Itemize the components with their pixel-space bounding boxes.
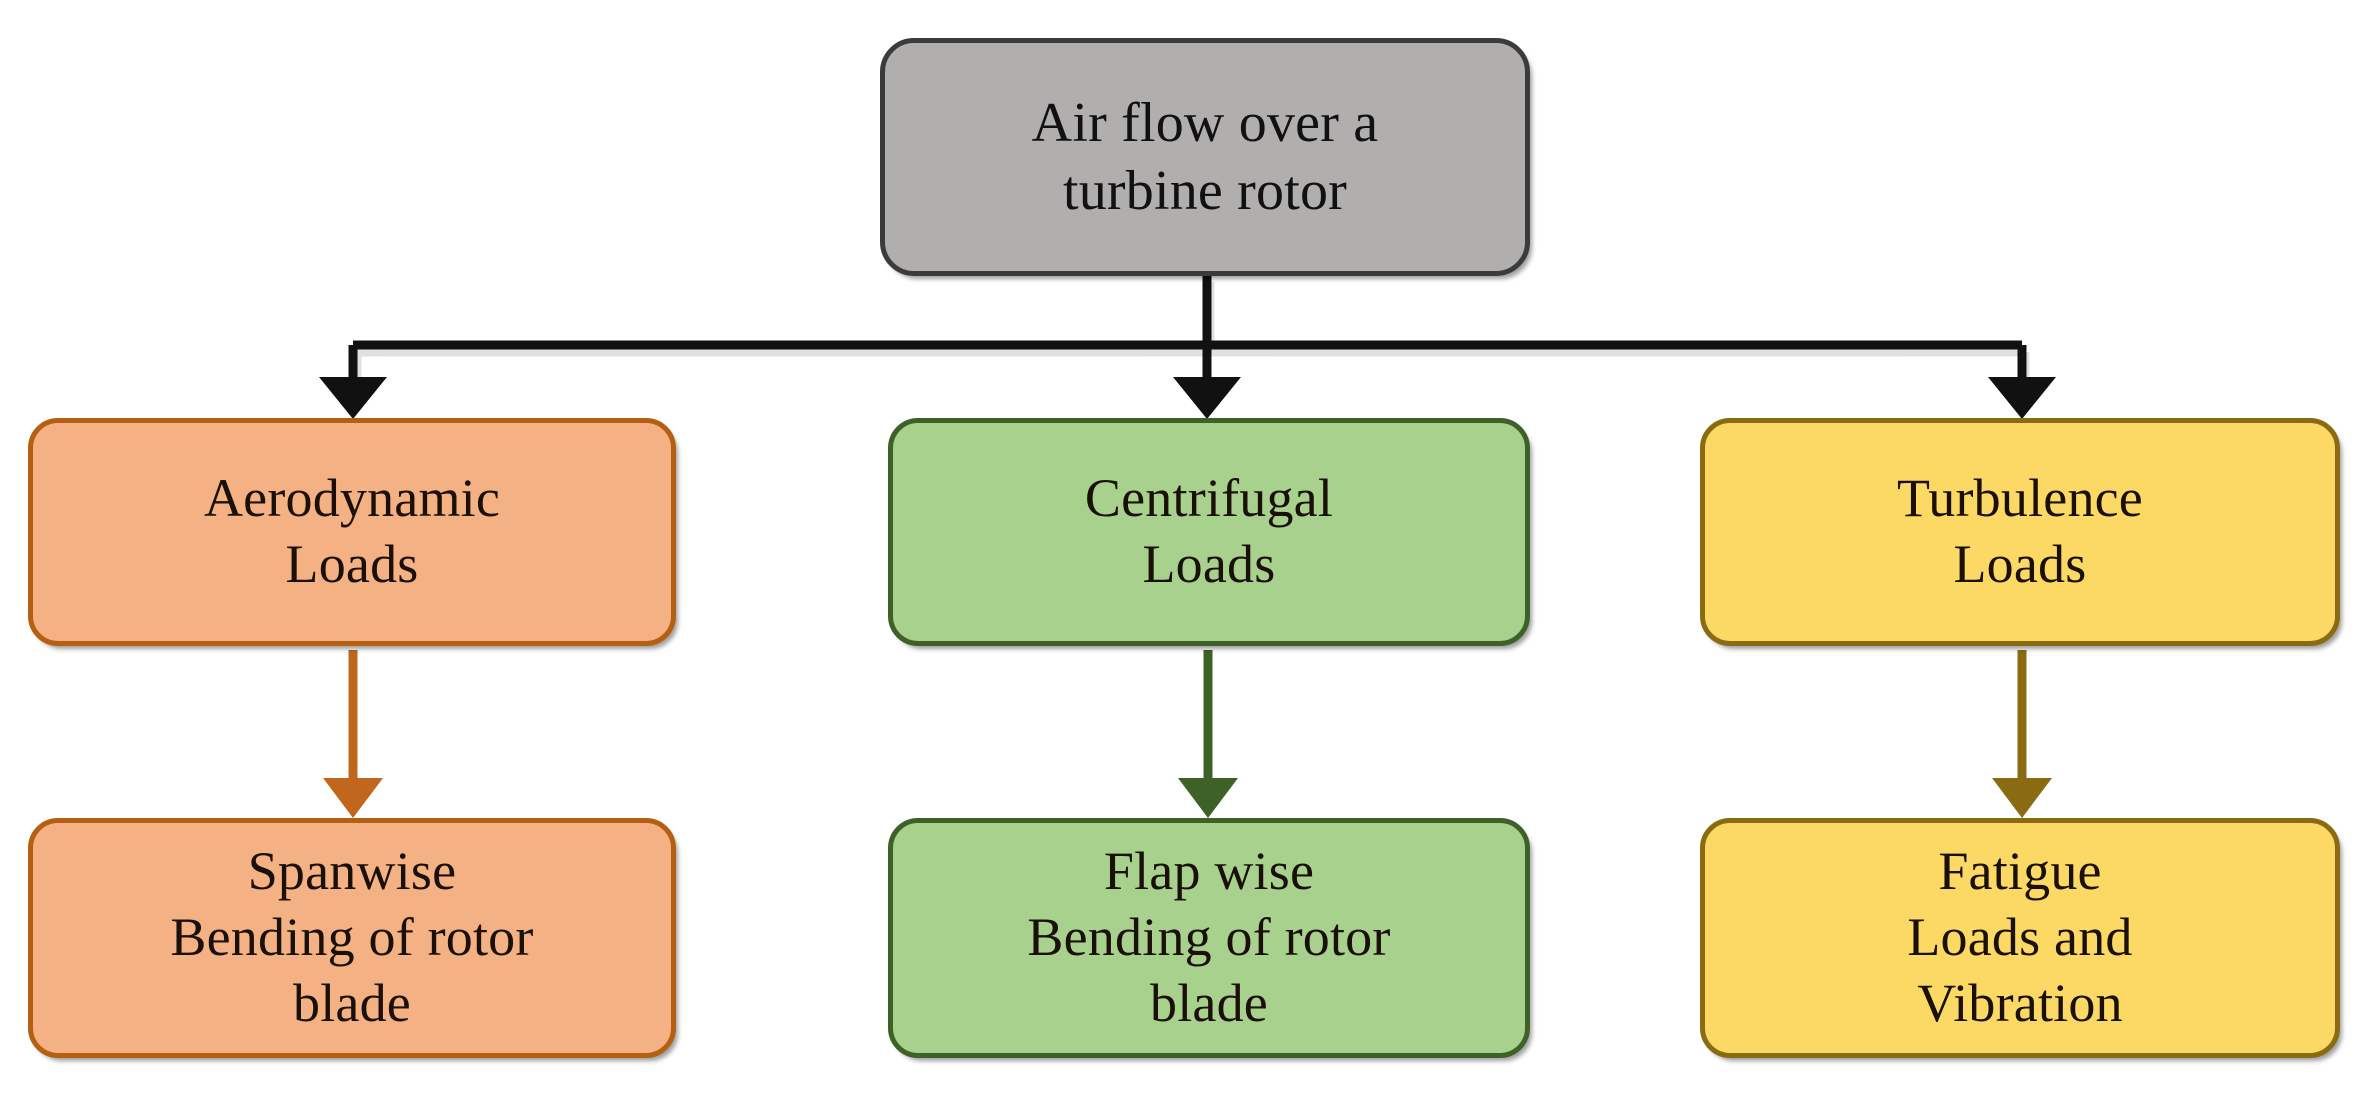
node-air-flow-over-turbine-rotor[interactable]: Air flow over a turbine rotor xyxy=(880,38,1530,276)
edge-root-to-aerodynamic-loads xyxy=(319,345,387,419)
edge-root-to-centrifugal-loads xyxy=(1173,345,1241,419)
node-spanwise-bending-of-rotor-blade[interactable]: Spanwise Bending of rotor blade xyxy=(28,818,676,1058)
node-label-root: Air flow over a turbine rotor xyxy=(1031,91,1379,222)
node-turbulence-loads[interactable]: Turbulence Loads xyxy=(1700,418,2340,646)
edge-centrifugal-loads-to-flapwise-bending xyxy=(1178,650,1238,818)
node-label-spanwise-bending: Spanwise Bending of rotor blade xyxy=(170,841,534,1033)
node-label-aerodynamic-loads: Aerodynamic Loads xyxy=(203,468,501,594)
node-flapwise-bending-of-rotor-blade[interactable]: Flap wise Bending of rotor blade xyxy=(888,818,1530,1058)
node-fatigue-loads-and-vibration[interactable]: Fatigue Loads and Vibration xyxy=(1700,818,2340,1058)
node-label-centrifugal-loads: Centrifugal Loads xyxy=(1084,468,1334,594)
connector-shadows xyxy=(352,282,2030,398)
edge-root-to-turbulence-loads xyxy=(1988,345,2056,419)
node-aerodynamic-loads[interactable]: Aerodynamic Loads xyxy=(28,418,676,646)
node-label-flapwise-bending: Flap wise Bending of rotor blade xyxy=(1027,841,1391,1033)
node-label-fatigue-vibration: Fatigue Loads and Vibration xyxy=(1907,841,2133,1033)
node-centrifugal-loads[interactable]: Centrifugal Loads xyxy=(888,418,1530,646)
node-label-turbulence-loads: Turbulence Loads xyxy=(1897,468,2143,594)
edge-aerodynamic-loads-to-spanwise-bending xyxy=(323,650,383,818)
edge-turbulence-loads-to-fatigue-vibration xyxy=(1992,650,2052,818)
edge-root-trunk xyxy=(353,276,2022,350)
